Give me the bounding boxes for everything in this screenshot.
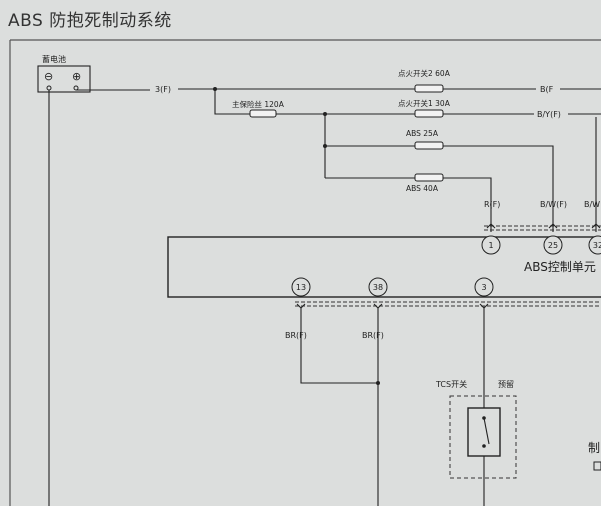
edge-component-right	[593, 461, 601, 471]
wire-label-bw: B/W(F)	[540, 200, 567, 209]
fuse-ign2	[414, 84, 444, 93]
tcs-switch-dashed-box	[449, 395, 517, 479]
fuse-abs40	[414, 173, 444, 182]
abs25-out	[443, 145, 554, 232]
main-fuse-feed	[214, 89, 250, 115]
battery: 蓄电池 ⊖ ⊕	[37, 54, 91, 93]
edge-text-right: 制	[588, 441, 600, 455]
tcs-switch	[467, 407, 501, 457]
junction-br	[376, 381, 380, 385]
fuse-ign1	[414, 109, 444, 118]
fuse-abs25	[414, 141, 444, 150]
wire-label-ign2-out: B(F	[540, 85, 554, 94]
fuse-label-main: 主保险丝 120A	[232, 99, 285, 109]
switch-contact-bottom	[482, 444, 486, 448]
battery-pos-terminal	[73, 85, 79, 91]
wire-label-r: R(F)	[484, 200, 500, 209]
battery-negative-icon: ⊖	[44, 70, 53, 83]
pin-3-label: 3	[481, 283, 486, 292]
pin-13	[291, 277, 311, 297]
module-label: ABS控制单元	[524, 260, 596, 274]
fuse-label-abs25: ABS 25A	[406, 129, 439, 138]
pin-32	[588, 235, 601, 255]
connector-arrow-32	[591, 223, 601, 229]
wire-label-br-13: BR(F)	[285, 331, 307, 340]
battery-neg-terminal	[46, 85, 52, 91]
page-title: ABS 防抱死制动系统	[8, 11, 172, 31]
fuse-label-ign1: 点火开关1 30A	[398, 98, 451, 108]
battery-positive-icon: ⊕	[72, 70, 81, 83]
tcs-switch-label: TCS开关	[435, 379, 467, 389]
wire-label-bw-cut: B/W	[584, 200, 600, 209]
pin-25-label: 25	[548, 241, 558, 250]
battery-body	[37, 65, 91, 93]
pin-32-label: 32	[593, 241, 601, 250]
wire-label-main: 3(F)	[155, 85, 171, 94]
reserve-label: 预留	[498, 379, 514, 389]
abs-control-module	[167, 236, 601, 298]
fuse-label-ign2: 点火开关2 60A	[398, 68, 451, 78]
wire-pin13	[300, 308, 378, 384]
battery-label: 蓄电池	[42, 54, 66, 64]
abs40-out	[443, 177, 492, 232]
pin-13-label: 13	[296, 283, 306, 292]
pin-1	[481, 235, 501, 255]
pin-3	[474, 277, 494, 297]
wire-label-ign1-out: B/Y(F)	[537, 110, 561, 119]
switch-lever	[483, 417, 490, 445]
connector-arrow-25	[548, 223, 558, 229]
pin-25	[543, 235, 563, 255]
pin-38-label: 38	[373, 283, 383, 292]
fuse-main	[249, 109, 277, 118]
fuse-label-abs40: ABS 40A	[406, 184, 439, 193]
pin-1-label: 1	[488, 241, 493, 250]
pin-38	[368, 277, 388, 297]
connector-arrow-1	[486, 223, 496, 229]
wire-label-br-38: BR(F)	[362, 331, 384, 340]
